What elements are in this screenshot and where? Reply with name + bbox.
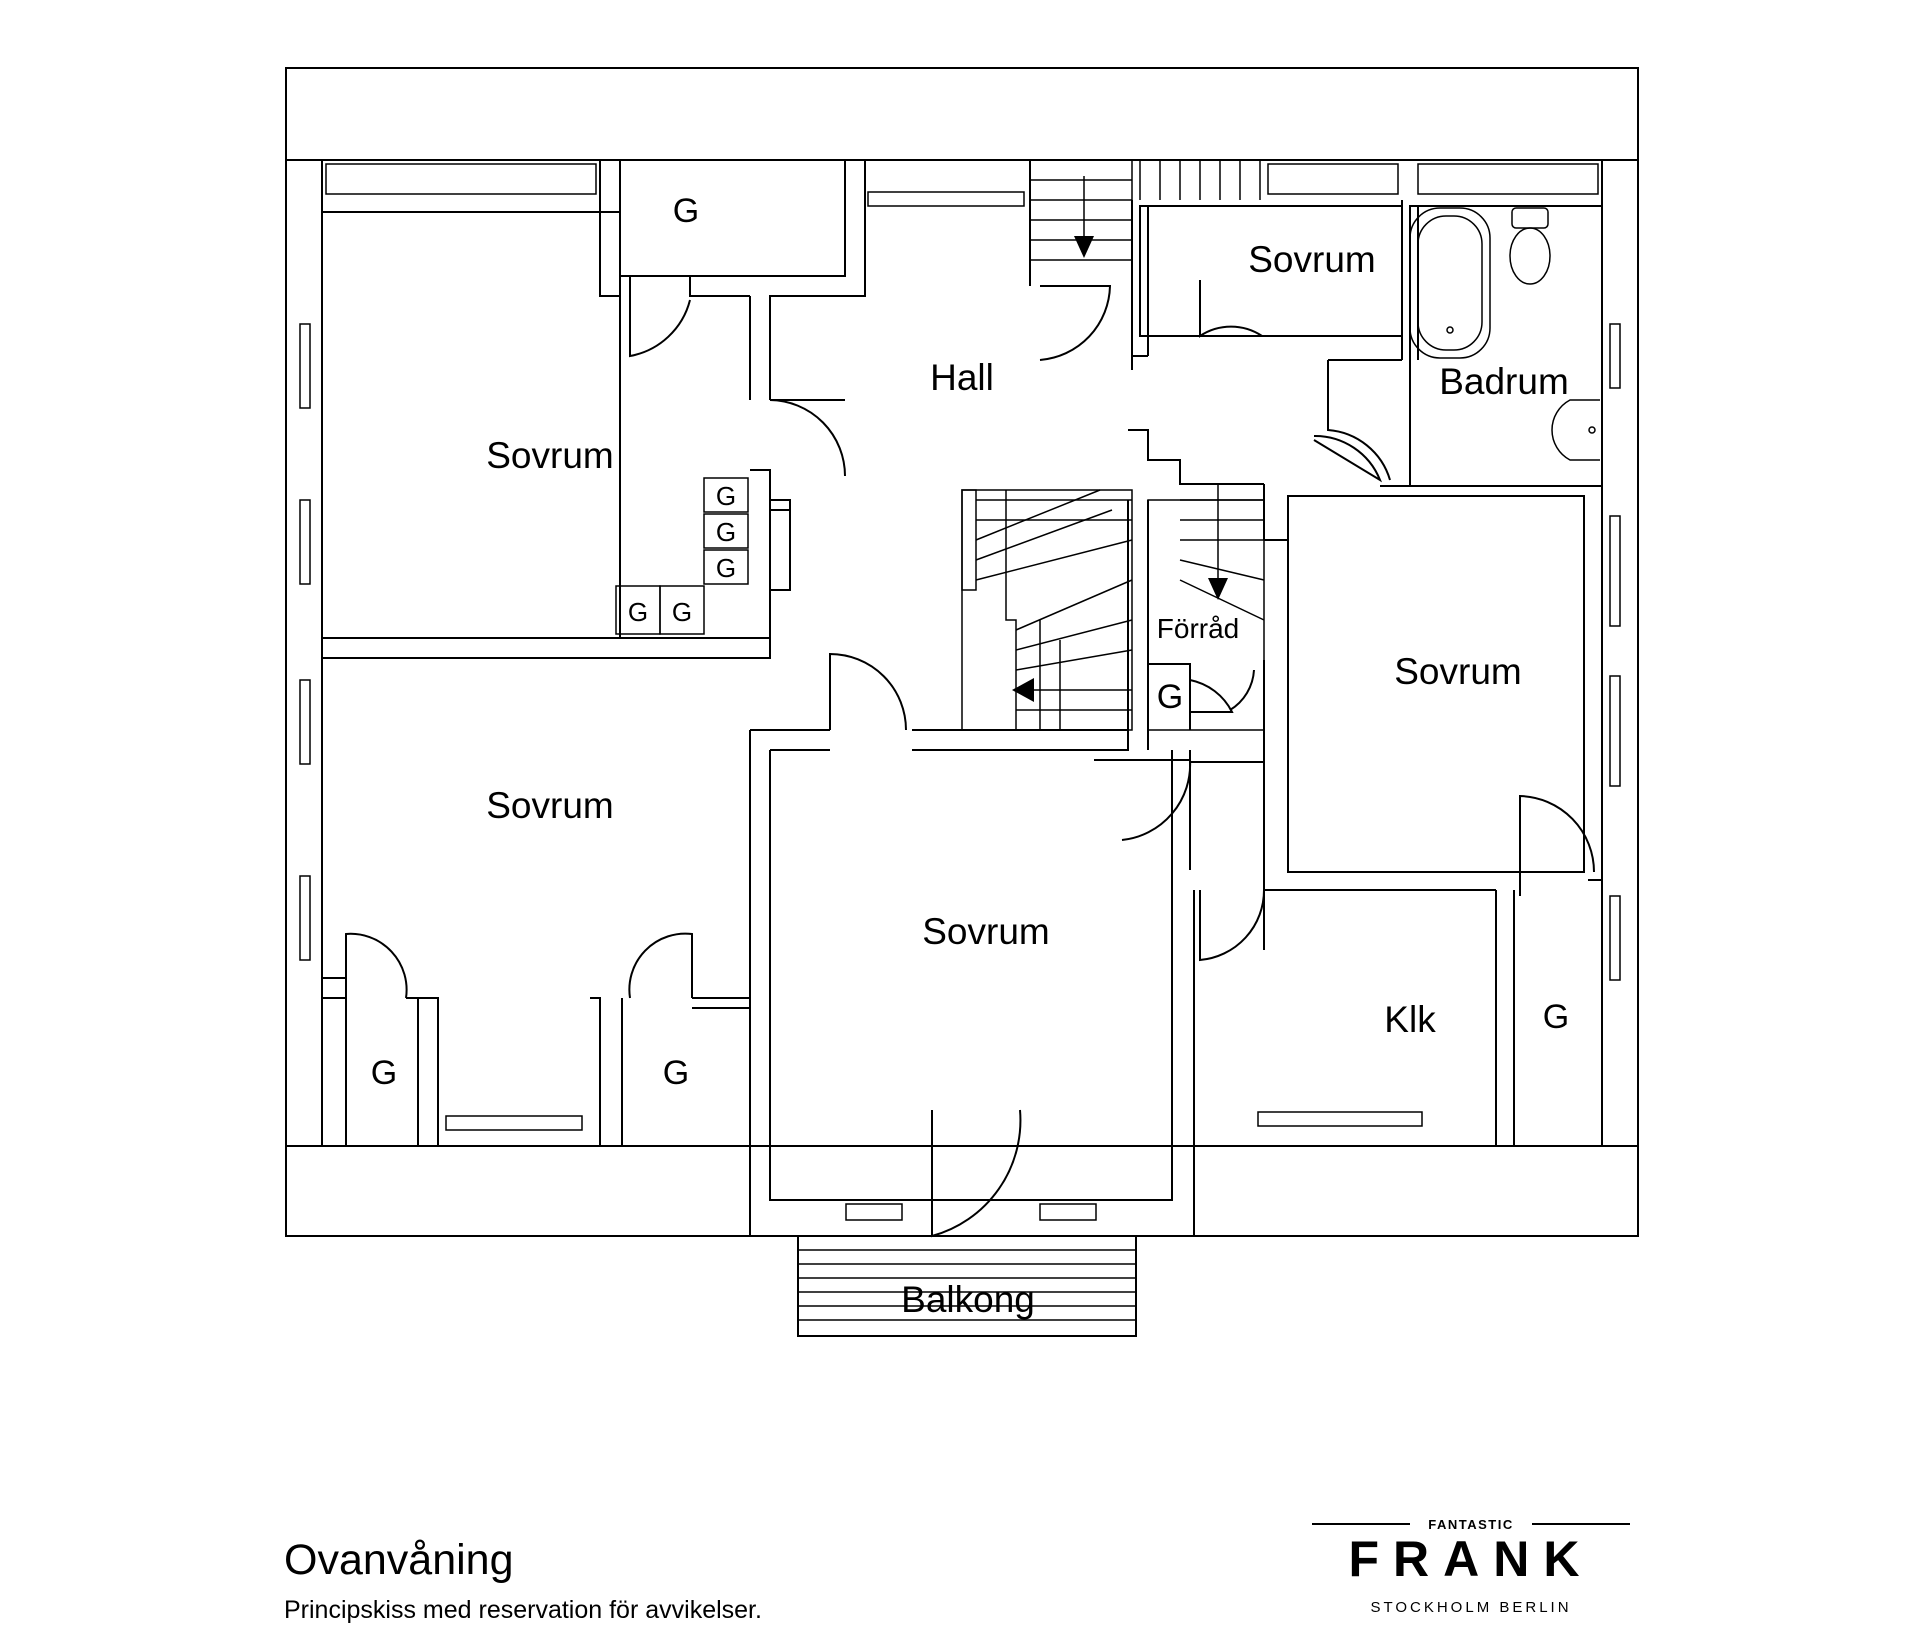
disclaimer-text: Principskiss med reservation för avvikel… [284,1596,762,1624]
closet-label-top: G [673,192,699,230]
room-label-sovrum-top: Sovrum [1248,239,1375,280]
floor-title: Ovanvåning [284,1536,514,1584]
room-label-forrad: Förråd [1157,613,1239,644]
bathroom-fixtures [1409,207,1600,461]
closet-label-east: G [1543,998,1569,1036]
balcony [797,1235,1137,1337]
svg-text:FANTASTIC: FANTASTIC [1428,1517,1513,1532]
closet-labels: G G G G G G G G G G [371,192,1569,1092]
svg-text:FRANK: FRANK [1349,1531,1594,1587]
closet-label-forrad: G [1157,678,1183,716]
room-label-hall: Hall [930,357,994,398]
room-labels: Sovrum Sovrum Sovrum Sovrum Sovrum Hall … [486,239,1569,1320]
closet-label-stack-1: G [716,481,736,511]
toilet-icon [1509,207,1551,285]
windows [299,163,1621,1221]
room-label-sovrum-e: Sovrum [1394,651,1521,692]
staircase-top [1030,160,1261,258]
room-label-sovrum-nw: Sovrum [486,435,613,476]
sink-icon [1551,399,1600,461]
closet-label-sw-right: G [663,1054,689,1092]
staircase-center [975,489,1133,730]
svg-text:STOCKHOLM BERLIN: STOCKHOLM BERLIN [1370,1599,1571,1616]
room-label-balkong: Balkong [901,1279,1035,1320]
closet-label-sw-left: G [371,1054,397,1092]
room-label-badrum: Badrum [1439,361,1569,402]
fantastic-frank-logo: FANTASTIC FRANK STOCKHOLM BERLIN [1312,1517,1630,1616]
staircase-forrad [1179,484,1265,621]
closet-label-stack-3: G [716,553,736,583]
bathtub-icon [1409,207,1491,359]
closet-label-stack-2: G [716,517,736,547]
room-label-sovrum-w: Sovrum [486,785,613,826]
room-label-sovrum-center: Sovrum [922,911,1049,952]
closet-label-row-1: G [628,597,648,627]
doors [345,276,1595,1238]
room-label-klk: Klk [1384,999,1436,1040]
closet-label-row-2: G [672,597,692,627]
